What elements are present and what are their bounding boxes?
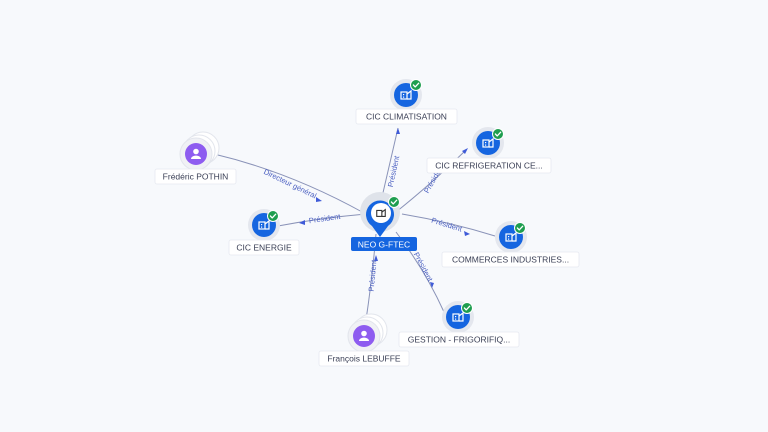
edge-climatisation[interactable]: Président — [381, 127, 402, 198]
edge-label: Président — [412, 251, 435, 284]
center-node-label: NEO G-FTEC — [358, 240, 410, 250]
center-node[interactable]: NEO G-FTEC — [351, 192, 417, 251]
company-node-commerces[interactable]: COMMERCES INDUSTRIES... — [441, 221, 580, 268]
company-label: CIC REFRIGERATION CE... — [435, 161, 543, 171]
arrow-icon — [316, 197, 322, 202]
arrow-icon — [464, 231, 470, 236]
edge-label: Président — [367, 259, 379, 292]
arrow-icon — [430, 282, 434, 288]
verified-check-icon — [388, 196, 400, 208]
person-node-pothin[interactable]: Frédéric POTHIN — [154, 131, 237, 185]
verified-check-icon — [410, 79, 422, 91]
person-label: François LEBUFFE — [327, 354, 401, 364]
edge-label: Président — [308, 212, 342, 225]
company-label: CIC ENERGIE — [236, 243, 292, 253]
company-node-climatisation[interactable]: CIC CLIMATISATION — [355, 79, 458, 125]
company-node-gestion[interactable]: GESTION - FRIGORIFIQ... — [398, 301, 520, 348]
arrow-icon — [374, 255, 378, 261]
company-label: GESTION - FRIGORIFIQ... — [408, 335, 510, 345]
arrow-icon — [462, 148, 468, 154]
company-label: COMMERCES INDUSTRIES... — [452, 255, 569, 265]
building-icon — [376, 208, 386, 217]
verified-check-icon — [514, 222, 526, 234]
center-label-bg — [351, 237, 417, 251]
company-label: CIC CLIMATISATION — [366, 112, 447, 122]
edge-pothin[interactable]: Directeur général — [213, 153, 365, 214]
edge-label: Président — [430, 216, 464, 234]
person-node-lebuffe[interactable]: François LEBUFFE — [318, 313, 410, 367]
verified-check-icon — [267, 210, 279, 222]
arrow-icon — [299, 220, 305, 225]
company-node-refrigeration[interactable]: CIC REFRIGERATION CE... — [426, 127, 552, 174]
company-node-energie[interactable]: CIC ENERGIE — [228, 209, 300, 256]
verified-check-icon — [461, 302, 473, 314]
edge-commerces[interactable]: Président — [401, 213, 496, 237]
edge-energie[interactable]: Président — [277, 212, 367, 227]
edge-label: Directeur général — [262, 167, 318, 200]
arrow-icon — [396, 128, 400, 134]
edge-label: Président — [386, 154, 402, 188]
person-label: Frédéric POTHIN — [163, 172, 229, 182]
verified-check-icon — [492, 128, 504, 140]
